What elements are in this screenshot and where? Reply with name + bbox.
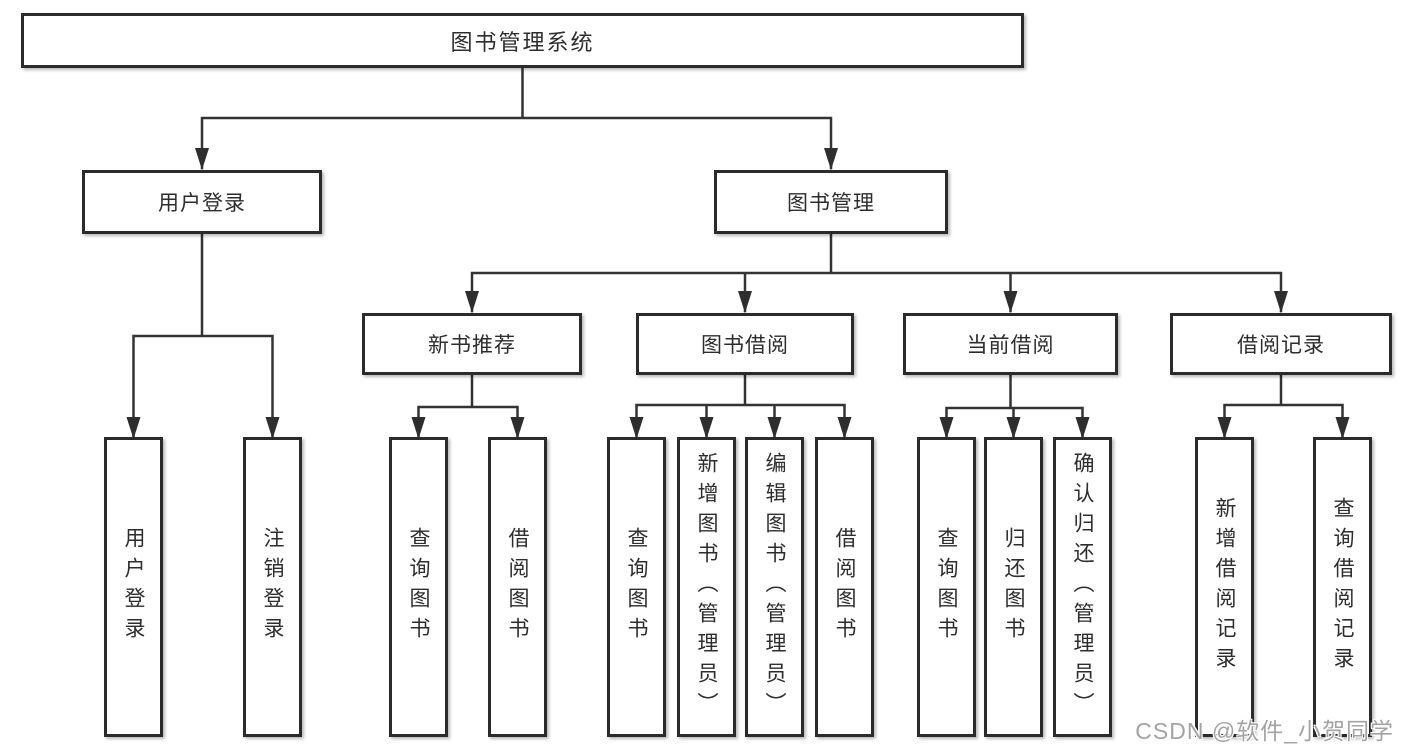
node-label: 注销登录 — [261, 527, 284, 647]
node-leaf-bb-edit-book-admin: 编辑图书（管理员） — [745, 437, 804, 737]
node-label: 归还图书 — [1002, 527, 1025, 647]
node-leaf-user-login: 用户登录 — [104, 437, 163, 737]
node-leaf-nbr-query-book: 查询图书 — [389, 437, 448, 737]
node-leaf-nbr-borrow-book: 借阅图书 — [488, 437, 547, 737]
node-book-borrow: 图书借阅 — [636, 313, 854, 375]
node-book-management: 图书管理 — [714, 170, 948, 234]
node-label: 用户登录 — [122, 527, 145, 647]
node-label: 查询图书 — [625, 527, 648, 647]
node-label: 借阅图书 — [506, 527, 529, 647]
node-label: 图书管理系统 — [450, 29, 595, 55]
node-leaf-br-add-record: 新增借阅记录 — [1195, 437, 1254, 737]
node-label: 确认归还（管理员） — [1071, 452, 1094, 722]
node-leaf-bb-add-book-admin: 新增图书（管理员） — [677, 437, 736, 737]
node-leaf-cb-return-book: 归还图书 — [984, 437, 1043, 737]
node-label: 图书管理 — [787, 192, 875, 215]
node-label: 查询借阅记录 — [1331, 497, 1354, 677]
node-label: 当前借阅 — [966, 334, 1055, 357]
node-label: 借阅记录 — [1237, 334, 1325, 357]
node-leaf-cb-query-book: 查询图书 — [917, 437, 976, 737]
node-label: 新增图书（管理员） — [695, 452, 718, 722]
watermark-text: CSDN @软件_小贺同学 — [1135, 718, 1394, 744]
node-label: 查询图书 — [407, 527, 430, 647]
node-leaf-logout-login: 注销登录 — [243, 437, 302, 737]
node-label: 新增借阅记录 — [1213, 497, 1236, 677]
node-root: 图书管理系统 — [21, 13, 1024, 68]
node-leaf-cb-confirm-return-admin: 确认归还（管理员） — [1053, 437, 1112, 737]
node-label: 新书推荐 — [428, 334, 516, 357]
node-label: 借阅图书 — [833, 527, 856, 647]
node-new-book-recommend: 新书推荐 — [362, 313, 582, 375]
node-label: 图书借阅 — [701, 334, 789, 357]
node-label: 查询图书 — [935, 527, 958, 647]
node-label: 编辑图书（管理员） — [763, 452, 786, 722]
node-leaf-bb-borrow-book: 借阅图书 — [815, 437, 874, 737]
node-leaf-bb-query-book: 查询图书 — [607, 437, 666, 737]
node-borrow-records: 借阅记录 — [1170, 313, 1392, 375]
node-current-borrow: 当前借阅 — [903, 313, 1118, 375]
node-leaf-br-query-record: 查询借阅记录 — [1313, 437, 1372, 737]
node-label: 用户登录 — [158, 192, 246, 215]
node-user-login: 用户登录 — [82, 170, 322, 234]
